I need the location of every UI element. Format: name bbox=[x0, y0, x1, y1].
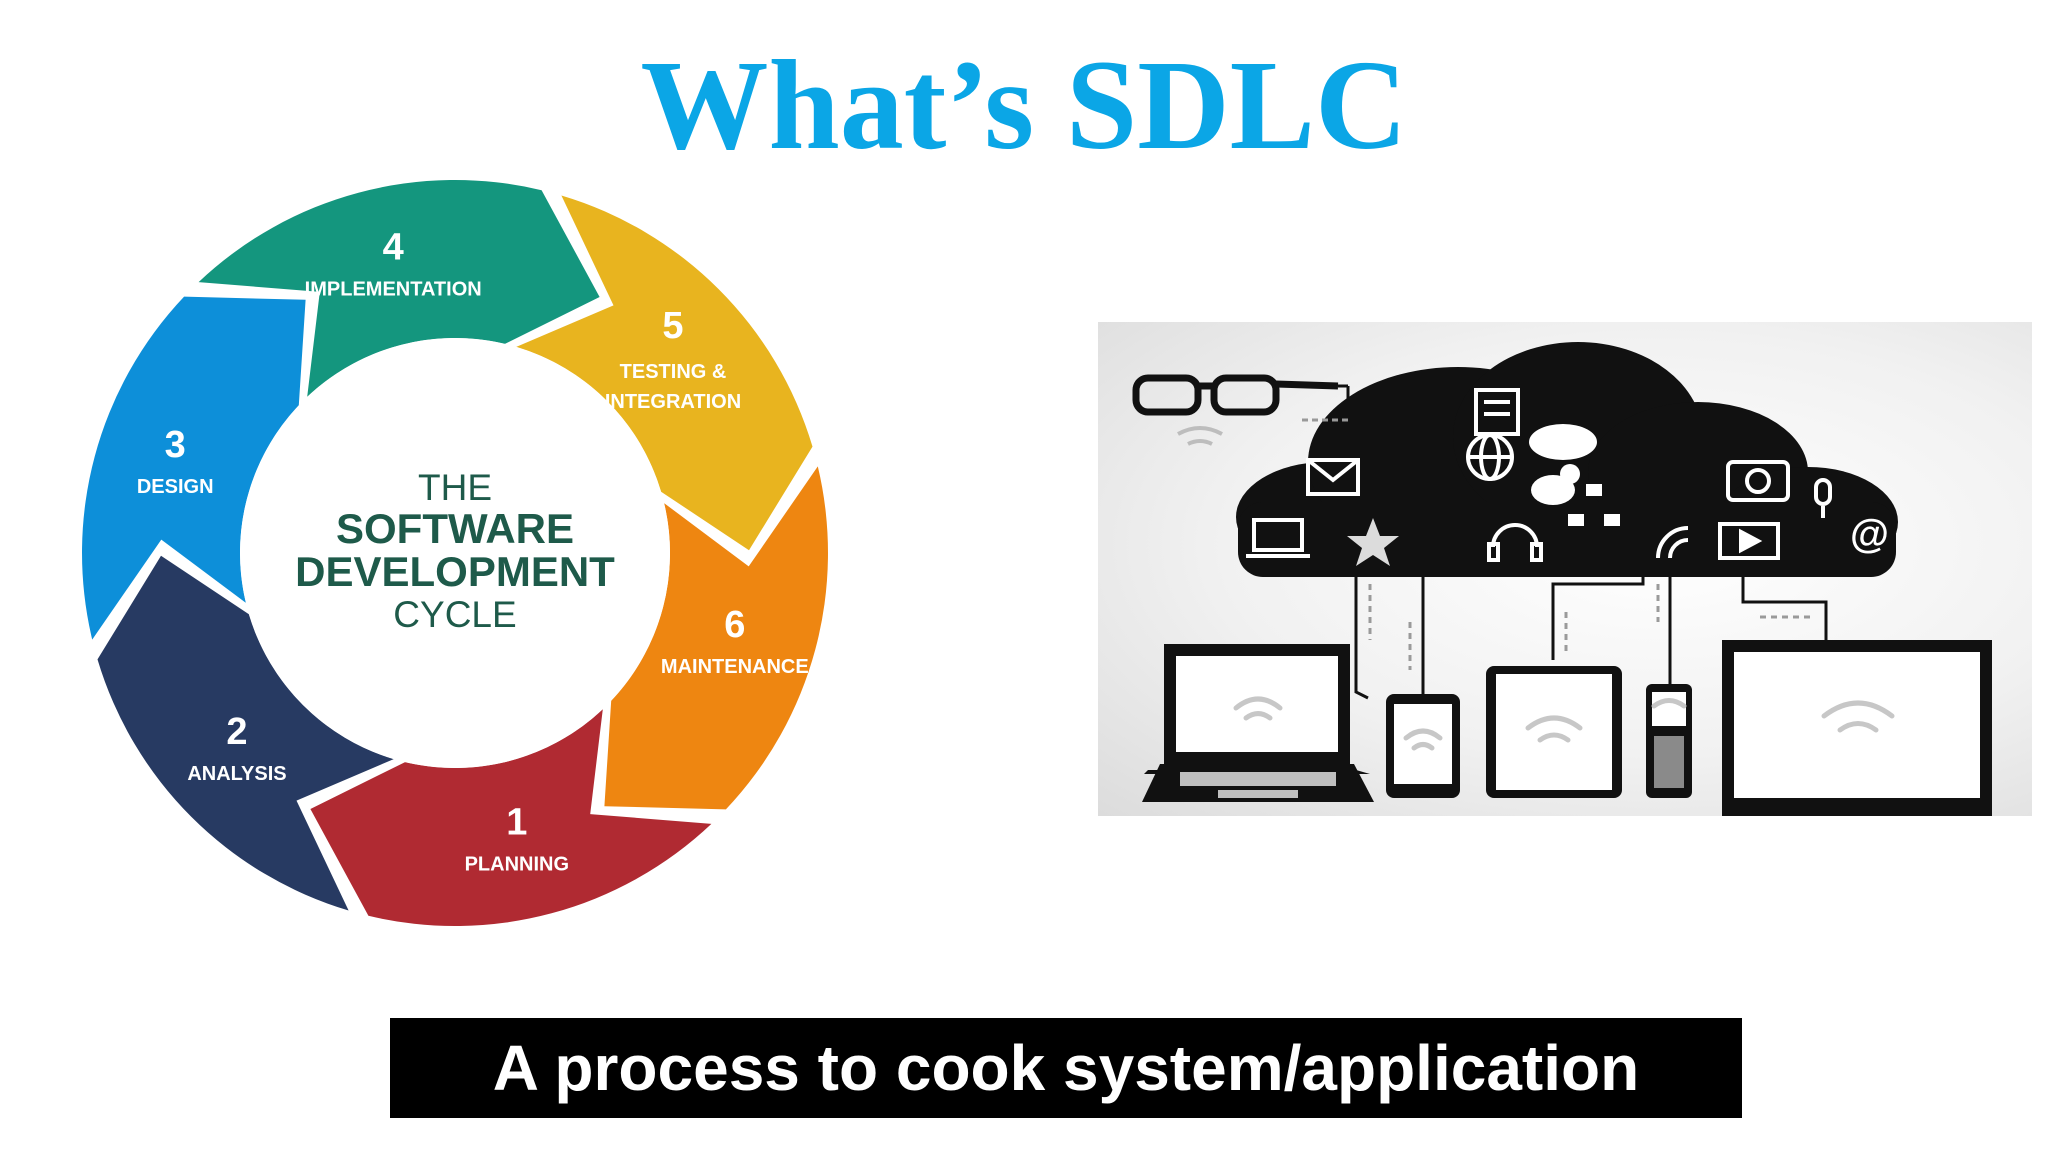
caption-banner: A process to cook system/application bbox=[390, 1018, 1742, 1118]
cycle-center-disc bbox=[240, 338, 670, 768]
glasses-signal-icon bbox=[1177, 426, 1223, 446]
network-icon bbox=[1568, 484, 1620, 526]
at-sign-icon: @ bbox=[1850, 512, 1889, 556]
wifi-icon bbox=[1233, 696, 1895, 751]
phase-segment-design bbox=[82, 296, 306, 640]
phase-segment-maintenance bbox=[604, 466, 828, 810]
phase-number-6: 6 bbox=[724, 604, 745, 646]
bird-icon bbox=[1531, 464, 1580, 505]
phase-segment-analysis bbox=[97, 555, 394, 911]
feature-phone-icon bbox=[1646, 684, 1692, 798]
document-icon bbox=[1474, 388, 1520, 436]
cycle-center-line-1: THE bbox=[418, 467, 492, 508]
phase-label-testing: TESTING & bbox=[620, 361, 727, 383]
wifi-signal-icon bbox=[1656, 526, 1689, 559]
cloud-devices-graphic: @ bbox=[1132, 342, 1992, 816]
phase-number-5: 5 bbox=[662, 305, 683, 347]
chat-bubble-icon bbox=[1529, 424, 1597, 460]
star-icon bbox=[1347, 518, 1399, 566]
cycle-center-line-3: DEVELOPMENT bbox=[295, 548, 615, 595]
phase-label-design: DESIGN bbox=[137, 476, 214, 498]
phase-label-maintenance: MAINTENANCE bbox=[661, 656, 809, 678]
phase-segment-testing-integration bbox=[516, 195, 813, 551]
slide-title: What’s SDLC bbox=[640, 34, 1408, 176]
phase-label-integration: INTEGRATION bbox=[605, 391, 741, 413]
camera-icon bbox=[1726, 460, 1790, 502]
email-icon bbox=[1306, 458, 1360, 496]
laptop-mini-icon bbox=[1246, 518, 1310, 558]
monitor-icon bbox=[1722, 640, 1992, 816]
headphones-icon bbox=[1487, 523, 1543, 562]
phase-label-planning: PLANNING bbox=[465, 853, 569, 875]
tablet-icon bbox=[1486, 666, 1622, 798]
film-icon bbox=[1718, 522, 1780, 560]
laptop-icon bbox=[1142, 644, 1374, 802]
cycle-center-line-2: SOFTWARE bbox=[336, 505, 574, 552]
phase-label-implementation: IMPLEMENTATION bbox=[305, 279, 482, 301]
phase-number-3: 3 bbox=[165, 424, 186, 466]
phase-segment-planning bbox=[310, 709, 712, 926]
smart-glasses-icon bbox=[1132, 374, 1339, 416]
phase-number-1: 1 bbox=[506, 801, 527, 843]
svg-text:@: @ bbox=[1850, 512, 1889, 556]
phase-label-analysis: ANALYSIS bbox=[187, 763, 286, 785]
phase-number-4: 4 bbox=[383, 227, 404, 269]
cycle-ring bbox=[82, 180, 828, 926]
phase-segment-implementation bbox=[198, 180, 600, 397]
cloud-devices-illustration: @ bbox=[1098, 322, 2032, 816]
sdlc-cycle-diagram: THE SOFTWARE DEVELOPMENT CYCLE 1PLANNING… bbox=[82, 180, 828, 926]
microphone-icon bbox=[1814, 478, 1832, 518]
cycle-center-line-4: CYCLE bbox=[393, 594, 516, 635]
phase-number-2: 2 bbox=[226, 711, 247, 753]
